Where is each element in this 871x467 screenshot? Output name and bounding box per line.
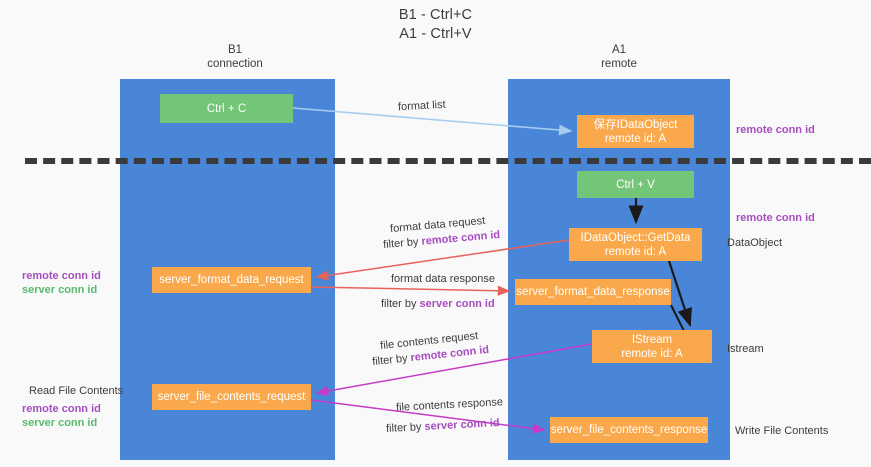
column-header-b1-role: connection bbox=[207, 57, 263, 70]
column-header-a1: A1 remote bbox=[508, 44, 730, 71]
box-save-idataobject-label: 保存IDataObject bbox=[593, 118, 678, 131]
box-ctrl-c[interactable]: Ctrl + C bbox=[160, 94, 293, 123]
page-title: B1 - Ctrl+C A1 - Ctrl+V bbox=[0, 6, 871, 44]
annotation-right-remote-conn-id-top: remote conn id bbox=[736, 124, 815, 136]
annotation-left-read-file-contents: Read File Contents bbox=[29, 385, 124, 397]
wire-format-data-request bbox=[315, 239, 570, 281]
box-server-format-data-request-label: server_format_data_request bbox=[159, 274, 304, 286]
box-idataobject-getdata[interactable]: IDataObject::GetData remote id: A bbox=[569, 228, 702, 261]
filter-key-server-conn-id: server conn id bbox=[424, 417, 500, 433]
annotation-left-server-conn-id-bottom: server conn id bbox=[22, 417, 98, 429]
phase-divider bbox=[25, 158, 871, 164]
annotation-right-istream: Istream bbox=[727, 343, 764, 355]
box-server-file-contents-response-label: server_file_contents_response bbox=[550, 424, 708, 436]
filter-key-server-conn-id: server conn id bbox=[419, 298, 495, 310]
box-ctrl-v-label: Ctrl + V bbox=[616, 178, 655, 191]
wire-file-contents-response bbox=[310, 399, 546, 434]
box-istream[interactable]: IStream remote id: A bbox=[592, 330, 712, 363]
wire-getdata-to-istream bbox=[667, 260, 692, 328]
box-istream-label: IStream bbox=[631, 333, 673, 346]
box-server-file-contents-response[interactable]: server_file_contents_response bbox=[550, 417, 708, 443]
filter-prefix: filter by bbox=[385, 420, 425, 435]
label-format-list: format list bbox=[398, 98, 446, 115]
box-save-idataobject-sublabel: remote id: A bbox=[604, 132, 667, 145]
label-format-data-response: format data response bbox=[391, 272, 495, 287]
label-format-data-response-filter: filter by server conn id bbox=[381, 297, 495, 312]
box-ctrl-v[interactable]: Ctrl + V bbox=[577, 171, 694, 198]
annotation-left-remote-conn-id-mid: remote conn id bbox=[22, 270, 101, 282]
filter-prefix: filter by bbox=[371, 352, 412, 369]
annotation-right-dataobject: DataObject bbox=[727, 237, 783, 249]
label-format-list-text: format list bbox=[397, 98, 446, 114]
column-header-a1-name: A1 bbox=[611, 44, 627, 56]
box-idataobject-getdata-sublabel: remote id: A bbox=[604, 245, 667, 258]
box-ctrl-c-label: Ctrl + C bbox=[206, 102, 247, 115]
column-header-b1-name: B1 bbox=[227, 44, 243, 56]
annotation-left-remote-conn-id-bottom: remote conn id bbox=[22, 403, 101, 415]
annotation-right-remote-conn-id-mid: remote conn id bbox=[736, 212, 815, 224]
box-server-format-data-response-label: server_format_data_response bbox=[516, 286, 670, 298]
column-header-a1-role: remote bbox=[601, 57, 637, 70]
box-server-file-contents-request[interactable]: server_file_contents_request bbox=[152, 384, 311, 410]
filter-prefix: filter by bbox=[381, 298, 420, 310]
annotation-right-write-file-contents: Write File Contents bbox=[735, 425, 829, 437]
box-idataobject-getdata-label: IDataObject::GetData bbox=[580, 231, 691, 244]
annotation-left-conn-ids-mid: remote conn id server conn id bbox=[22, 269, 101, 297]
title-line-1: B1 - Ctrl+C bbox=[398, 7, 473, 23]
label-format-data-response-text: format data response bbox=[391, 273, 495, 285]
wire-file-contents-request bbox=[315, 343, 593, 397]
title-line-2: A1 - Ctrl+V bbox=[399, 26, 472, 42]
box-istream-sublabel: remote id: A bbox=[621, 347, 683, 360]
wire-format-list bbox=[292, 107, 573, 136]
wire-format-data-response bbox=[310, 285, 511, 296]
box-server-format-data-response[interactable]: server_format_data_response bbox=[515, 279, 671, 305]
column-header-b1: B1 connection bbox=[120, 44, 350, 71]
box-server-file-contents-request-label: server_file_contents_request bbox=[157, 391, 306, 403]
box-save-idataobject[interactable]: 保存IDataObject remote id: A bbox=[577, 115, 694, 148]
annotation-left-server-conn-id-mid: server conn id bbox=[22, 284, 98, 296]
annotation-left-conn-ids-bottom: remote conn id server conn id bbox=[22, 402, 101, 430]
box-server-format-data-request[interactable]: server_format_data_request bbox=[152, 267, 311, 293]
filter-prefix: filter by bbox=[382, 235, 423, 252]
